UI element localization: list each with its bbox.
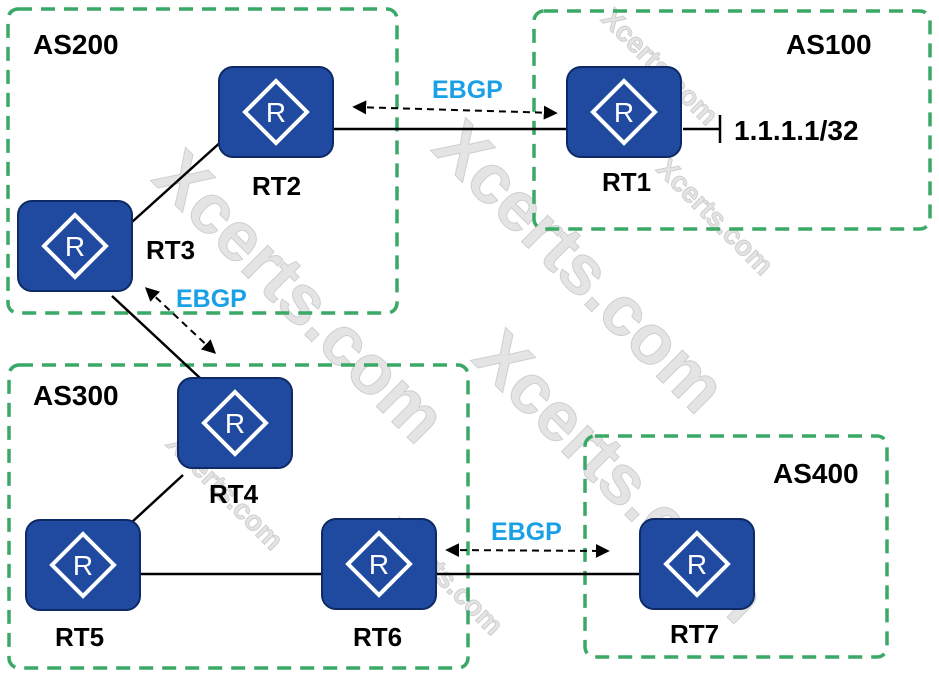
as400-area [583,434,889,659]
link-rt2-rt3 [131,139,224,223]
router-label-rt3: RT3 [146,235,195,265]
watermark-text: Xcerts.com [651,152,780,281]
router-rt1: R [566,66,682,158]
router-rt3: R [17,200,133,292]
ebgp-arrow-rt3-rt4 [144,287,217,354]
router-icon [566,66,682,158]
router-letter: R [369,549,389,580]
as300-area [7,363,470,670]
router-diamond-icon [590,78,658,146]
as100-area [532,9,932,231]
ebgp-label-rt3-rt4: EBGP [176,285,247,313]
as400-label: AS400 [773,458,859,489]
router-rt7: R [639,518,755,610]
ebgp-arrow-rt6-rt7 [445,543,610,558]
router-diamond-icon [41,212,109,280]
router-rt5: R [25,519,141,611]
router-diamond-icon [242,78,310,146]
router-label-rt6: RT6 [353,622,402,652]
router-label-rt1: RT1 [602,167,651,197]
router-label-rt2: RT2 [252,171,301,201]
as100-label: AS100 [786,29,872,60]
router-icon [321,518,437,610]
router-icon [177,377,293,469]
link-rt4-rt5 [131,474,184,523]
as300-label: AS300 [33,380,119,411]
router-letter: R [266,97,286,128]
router-label-rt4: RT4 [209,479,259,509]
as200-label: AS200 [33,29,119,60]
router-letter: R [614,97,634,128]
router-diamond-icon [201,389,269,457]
router-letter: R [687,549,707,580]
ebgp-label-rt2-rt1: EBGP [432,76,503,104]
router-letter: R [225,408,245,439]
router-label-rt7: RT7 [670,619,719,649]
prefix-label: 1.1.1.1/32 [734,115,859,146]
router-letter: R [65,231,85,262]
router-diamond-icon [663,530,731,598]
router-label-rt5: RT5 [55,622,104,652]
router-icon [639,518,755,610]
router-rt4: R [177,377,293,469]
router-icon [218,66,334,158]
router-icon [25,519,141,611]
router-rt6: R [321,518,437,610]
as200-area [6,7,399,315]
router-letter: R [73,550,93,581]
router-icon [17,200,133,292]
ebgp-arrow-rt2-rt1 [352,100,558,120]
router-rt2: R [218,66,334,158]
ebgp-label-rt6-rt7: EBGP [491,518,562,546]
router-diamond-icon [345,530,413,598]
router-diamond-icon [49,531,117,599]
